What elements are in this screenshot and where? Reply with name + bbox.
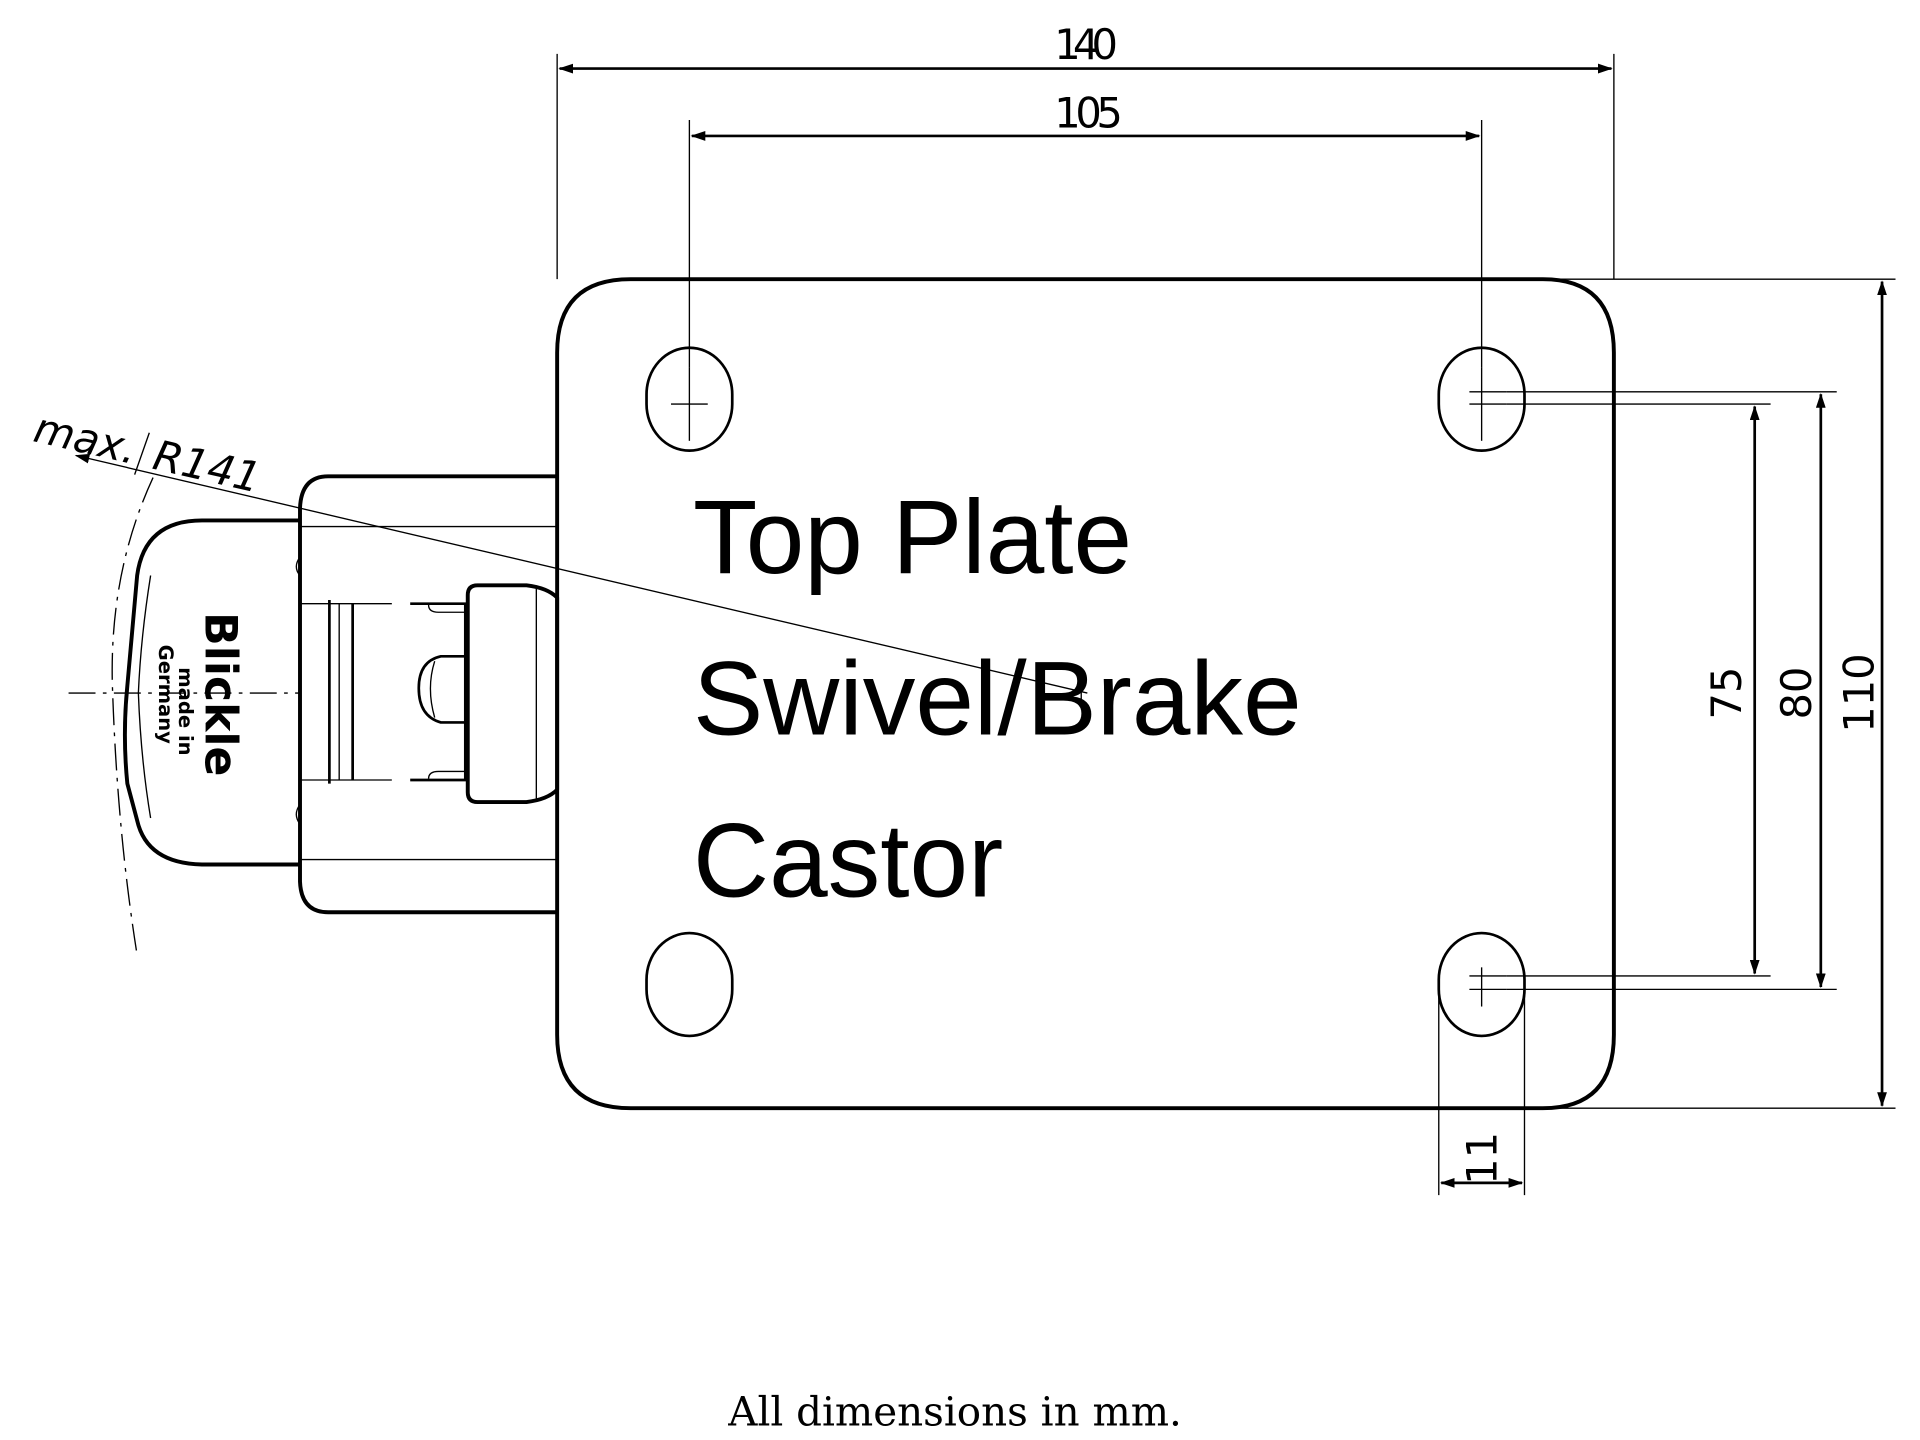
- dimension-slot-width: 11: [1438, 979, 1526, 1196]
- radius-note: max. R141: [30, 403, 266, 503]
- dim-75-label: 75: [1702, 667, 1751, 720]
- dim-80-label: 80: [1772, 667, 1821, 720]
- dimension-hole-spacing-x: 105: [688, 88, 1483, 368]
- dimension-plate-height: 110: [1545, 278, 1896, 1109]
- dim-11-label: 11: [1457, 1132, 1506, 1185]
- title-line-2: Swivel/Brake: [693, 641, 1302, 758]
- title-line-3: Castor: [693, 802, 1003, 919]
- dim-105-label: 105: [1054, 88, 1123, 137]
- units-note: All dimensions in mm.: [727, 1387, 1182, 1435]
- castor-housing: [122, 474, 560, 915]
- brand-logo: Blickle made in Germany: [154, 612, 246, 776]
- mounting-slot-bottom-left: [645, 931, 734, 1038]
- brand-germany: Germany: [154, 645, 177, 745]
- radius-leader-line: [74, 453, 1088, 694]
- brand-made-in: made in: [174, 667, 197, 755]
- dimension-hole-spacing-y-inner: 75: [1506, 403, 1771, 977]
- product-title: Top Plate Swivel/Brake Castor: [693, 479, 1302, 919]
- dim-110-label: 110: [1834, 653, 1883, 732]
- brand-name: Blickle: [195, 612, 246, 776]
- dimension-hole-spacing-y-outer: 80: [1506, 391, 1837, 991]
- dim-140-label: 140: [1054, 20, 1118, 69]
- dimension-plate-width: 140: [556, 20, 1615, 280]
- title-line-1: Top Plate: [693, 479, 1132, 596]
- radius-value: R141: [149, 430, 266, 502]
- radius-prefix: max.: [30, 403, 142, 474]
- max-radius-arc: [111, 477, 154, 956]
